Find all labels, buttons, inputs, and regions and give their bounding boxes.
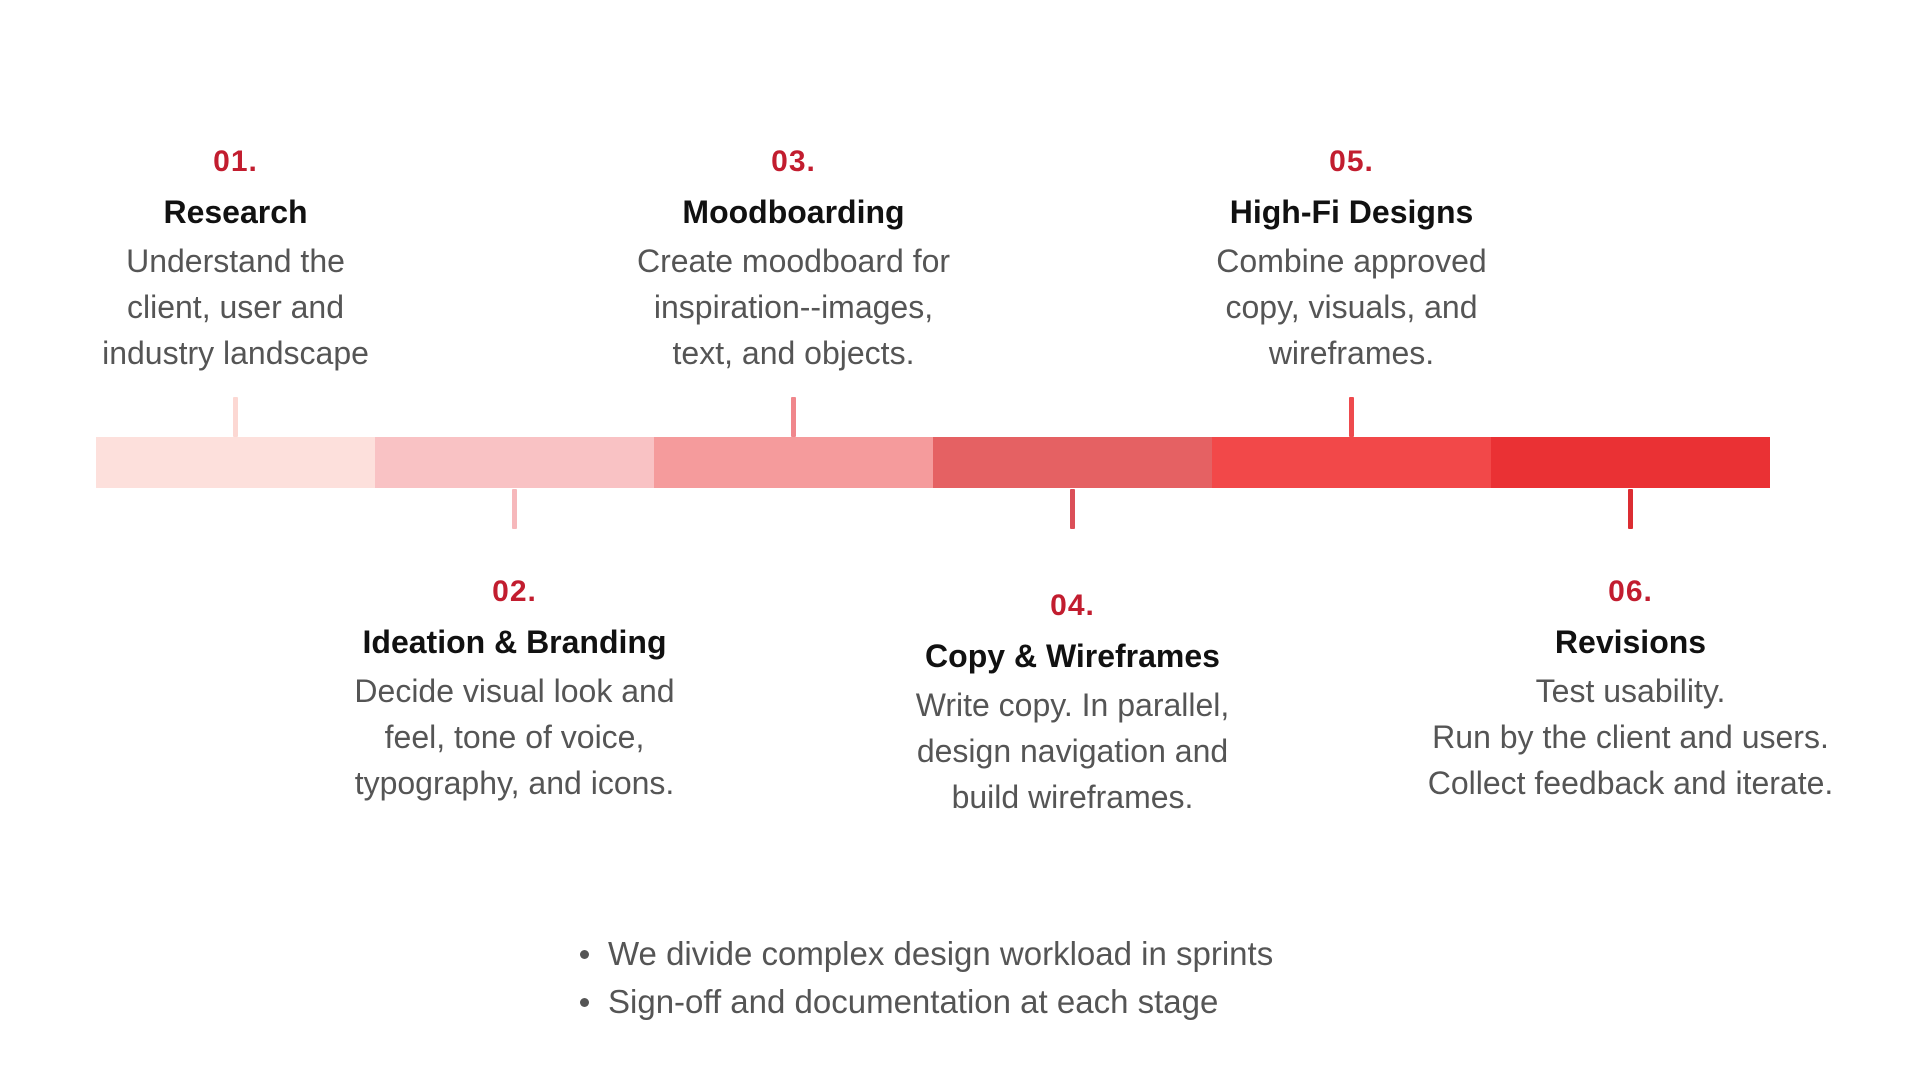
step-title: Copy & Wireframes	[925, 638, 1220, 674]
step-description-line: Write copy. In parallel,	[915, 687, 1230, 723]
timeline-segment-1	[96, 437, 375, 488]
note-item-2: Sign-off and documentation at each stage	[578, 978, 1273, 1026]
timeline-tick-2	[512, 489, 517, 529]
timeline-tick-3	[791, 397, 796, 437]
timeline-segment-5	[1212, 437, 1491, 488]
step-description-line: build wireframes.	[951, 779, 1194, 815]
step-description: Write copy. In parallel, design navigatio…	[843, 682, 1303, 820]
step-number: 03.	[771, 145, 816, 178]
step-description-line: inspiration--images,	[653, 289, 934, 325]
step-number: 01.	[213, 145, 258, 178]
note-item-1: We divide complex design workload in spr…	[578, 930, 1273, 978]
step-description: Test usability. Run by the client and use…	[1401, 668, 1861, 806]
step-description-line: text, and objects.	[672, 335, 915, 371]
step-number: 04.	[1050, 589, 1095, 622]
step-title: Moodboarding	[682, 194, 905, 230]
step-title: High-Fi Designs	[1229, 194, 1474, 230]
timeline-bar	[96, 437, 1770, 488]
step-description-line: Combine approved	[1216, 243, 1487, 279]
step-description-line: industry landscape	[102, 335, 369, 371]
step-description-line: Test usability.	[1535, 673, 1726, 709]
step-description-line: copy, visuals, and	[1225, 289, 1478, 325]
step-number: 02.	[492, 575, 537, 608]
timeline-segment-6	[1491, 437, 1770, 488]
step-title: Revisions	[1554, 624, 1707, 660]
timeline-tick-1	[233, 397, 238, 437]
timeline-tick-5	[1349, 397, 1354, 437]
step-description-line: Run by the client and users.	[1432, 719, 1829, 755]
step-title: Ideation & Branding	[362, 624, 667, 660]
step-description: Create moodboard for inspiration--images,…	[564, 238, 1024, 376]
step-description-line: Understand the	[126, 243, 345, 279]
step-description-line: wireframes.	[1268, 335, 1435, 371]
step-number: 06.	[1608, 575, 1653, 608]
timeline-segment-4	[933, 437, 1212, 488]
step-description: Understand the client, user and industry l…	[6, 238, 466, 376]
timeline-tick-4	[1070, 489, 1075, 529]
step-description-line: Decide visual look and	[354, 673, 675, 709]
timeline-segment-3	[654, 437, 933, 488]
timeline-segment-2	[375, 437, 654, 488]
notes-list: We divide complex design workload in spr…	[578, 930, 1273, 1026]
step-description: Decide visual look and feel, tone of voic…	[285, 668, 745, 806]
step-description-line: feel, tone of voice,	[384, 719, 645, 755]
step-description: Combine approved copy, visuals, and wirefr…	[1122, 238, 1582, 376]
step-number: 05.	[1329, 145, 1374, 178]
step-description-line: client, user and	[126, 289, 344, 325]
step-description-line: design navigation and	[916, 733, 1229, 769]
timeline-tick-6	[1628, 489, 1633, 529]
step-description-line: typography, and icons.	[354, 765, 675, 801]
step-description-line: Create moodboard for	[636, 243, 951, 279]
step-title: Research	[163, 194, 308, 230]
step-description-line: Collect feedback and iterate.	[1427, 765, 1834, 801]
